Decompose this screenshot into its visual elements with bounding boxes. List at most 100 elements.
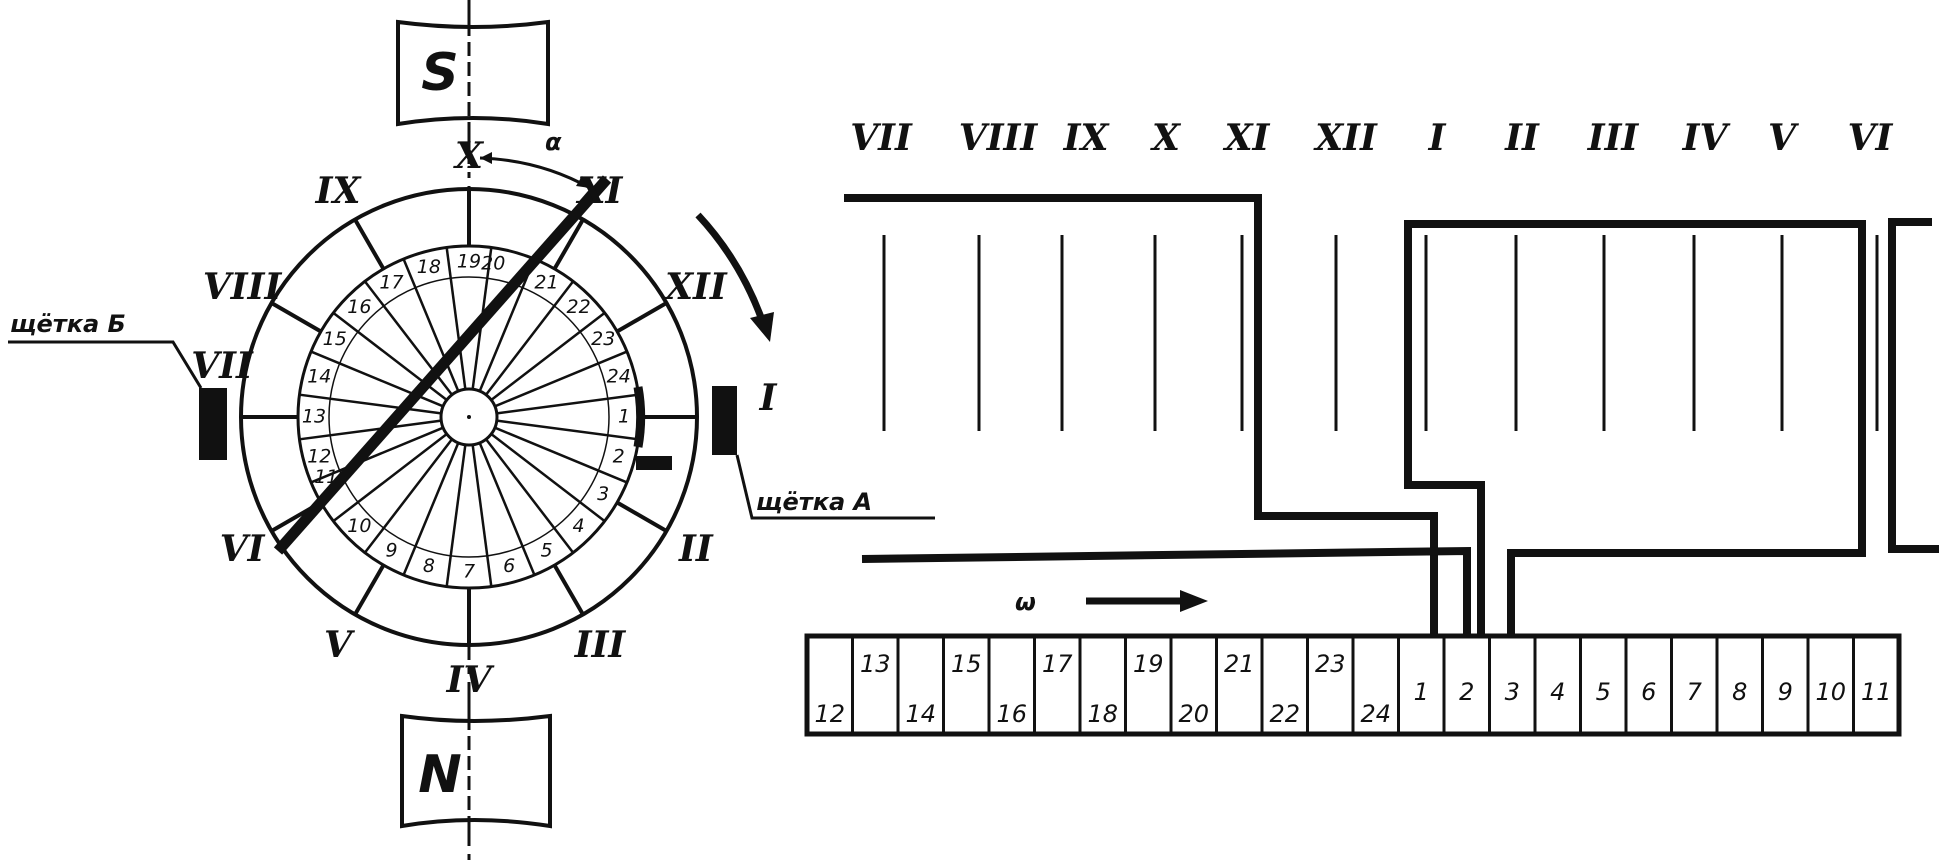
commutator-segment-label: 10 [347,515,371,537]
commutator-segment-label: 4 [573,515,585,537]
angle-alpha-label: α [545,128,562,156]
commutator-segment-divider [494,426,628,484]
commutator-segment-divider [496,419,639,441]
commutator-bar-label: 3 [1505,678,1520,706]
slot-divider [353,564,386,616]
commutator-segment-divider [485,438,575,554]
commutator-bar-label: 6 [1641,678,1656,706]
rotor-slot-label: XI [576,170,624,212]
commutator-bar-label: 1 [1414,678,1429,706]
commutator-segment-label: 1 [618,406,630,428]
slot-divider [552,564,585,616]
brush-b [199,388,227,460]
commutator-segment-label: 7 [463,561,475,583]
developed-slot-label: IV [1682,117,1731,159]
winding-path-3 [1404,220,1866,638]
commutator-bar-label: 10 [1815,678,1846,706]
rotation-arrow-icon [695,212,766,322]
commutator-segment-label: 8 [423,555,435,577]
commutator-bar-label: 4 [1550,678,1565,706]
commutator-segment-divider [445,247,467,390]
rotor-slot-label: VI [220,528,266,570]
commutator-bar-label: 8 [1732,678,1747,706]
developed-slot-label: I [1428,117,1447,159]
rotor-slot-label: X [453,135,485,177]
commutator-segment-divider [445,444,467,587]
slot-divider [270,301,322,334]
commutator-segment-label: 24 [607,365,631,387]
commutator-segment-label: 13 [302,406,326,428]
commutator-bar-label: 17 [1042,650,1073,678]
commutator-segment-divider [310,426,444,484]
commutator-bar-label: 18 [1087,700,1118,728]
commutator-bar-label: 23 [1315,650,1346,678]
commutator-bar-label: 14 [905,700,936,728]
commutator-bar-label: 2 [1459,678,1474,706]
commutator-segment-label: 3 [597,483,609,505]
commutator-segment-divider [402,258,460,392]
developed-slot-label: VI [1848,117,1894,159]
commutator-segment-label: 14 [307,365,331,387]
commutator-segment-label: 22 [567,296,591,318]
omega-label: ω [1015,588,1036,616]
commutator-segment-label: 17 [379,271,403,293]
commutator-bar-label: 13 [860,650,891,678]
commutator-bar-label: 22 [1269,700,1300,728]
brush-contact-arc [633,386,646,448]
commutator-bar-label: 12 [814,700,845,728]
developed-slot-label: XI [1223,117,1271,159]
north-pole-label: N [418,745,462,805]
commutator-segment-label: 23 [591,328,615,350]
rotor-slot-label: II [678,528,714,570]
commutator-segment-label: 9 [385,540,397,562]
brush-a [712,386,737,455]
neutral-line [273,175,612,555]
developed-slot-label: VII [850,117,913,159]
winding-path-1 [844,194,1438,638]
winding-path-4 [1888,218,1939,553]
commutator-bar-label: 19 [1133,650,1164,678]
commutator-segment-divider [471,444,493,587]
commutator-segment-label: 12 [307,446,331,468]
commutator-bar-label: 9 [1778,678,1793,706]
developed-slot-label: III [1587,117,1640,159]
rotor-slot-label: V [324,624,355,666]
south-pole-label: S [421,43,458,103]
developed-slot-label: IX [1063,117,1111,159]
commutator-segment-divider [478,442,536,576]
commutator-segment-label: 16 [347,296,371,318]
commutator-bar-label: 24 [1360,700,1391,728]
commutator-segment-divider [496,393,639,415]
commutator-inner-circle [328,276,610,558]
developed-slot-label: V [1768,117,1799,159]
commutator-segment-label: 5 [540,540,552,562]
commutator-segment-divider [332,433,448,523]
rotor-section: S N α щётка А щётка Б XXIXIIIIIIIIIVVVIV… [8,0,935,864]
commutator-segment-label: 15 [323,328,347,350]
developed-slot-label: X [1150,117,1182,159]
south-pole: S [396,19,550,127]
rotor-slot-label: IX [315,170,363,212]
winding-path-2 [861,546,1471,638]
commutator-segment-divider [490,311,606,401]
commutator-segment-divider [485,280,575,396]
rotor-slot-label: III [574,624,627,666]
slot-divider [353,218,386,270]
rotor-slot-label: VII [191,345,254,387]
brush-a-stub [636,456,672,470]
brush-a-label: щётка А [756,488,872,516]
commutator-segment-label: 20 [481,252,505,274]
commutator-segment-label: 11 [314,466,338,488]
commutator-segment-divider [363,438,453,554]
commutator-segment-divider [402,442,460,576]
slot-divider [616,500,668,533]
commutator-bar-label: 5 [1596,678,1611,706]
commutator-segment-label: 18 [417,256,441,278]
rotor-slot-label: I [759,377,778,419]
commutator-bar-label: 7 [1687,678,1703,706]
commutator-segment-label: 19 [457,251,481,273]
brush-b-label: щётка Б [10,310,126,338]
developed-slot-label: II [1504,117,1540,159]
